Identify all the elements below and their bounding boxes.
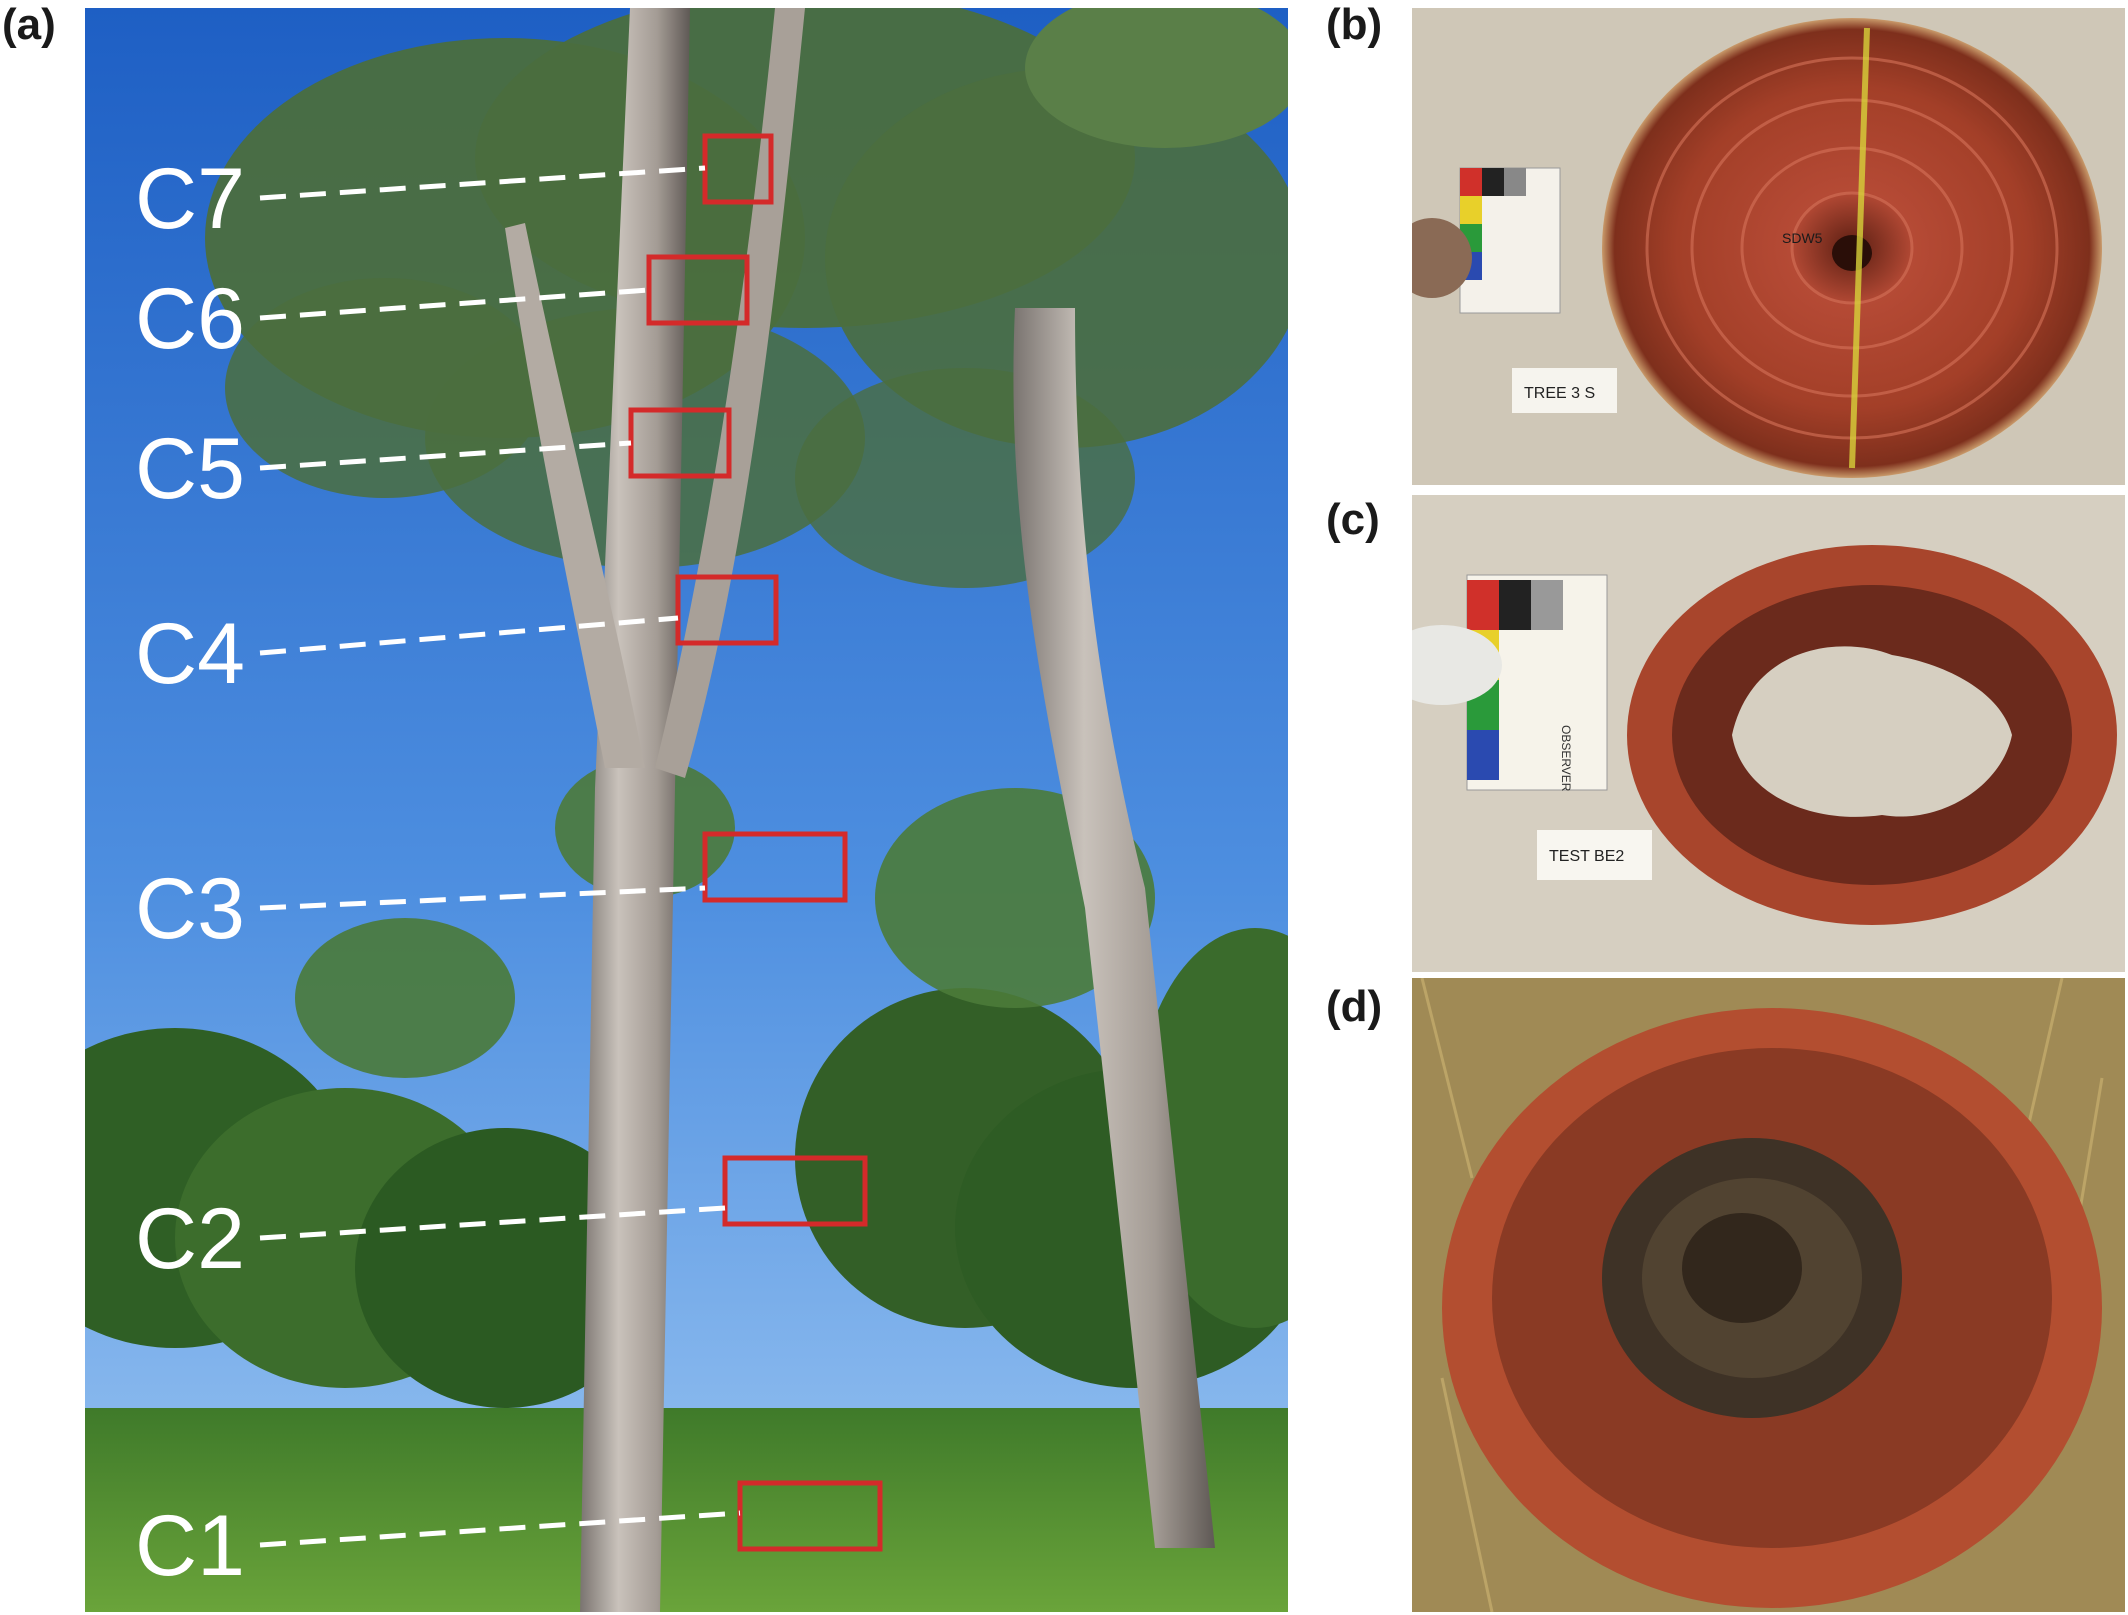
label-card — [1512, 368, 1617, 413]
segment-label-c5: C5 — [135, 421, 245, 517]
cross-section-svg-b: TREE 3 S SDW5 — [1412, 8, 2125, 485]
panel-letter-b: (b) — [1326, 0, 1383, 49]
leader-line-c3 — [259, 885, 706, 911]
secondary-trunk — [1013, 308, 1215, 1548]
panel-letter-c: (c) — [1326, 495, 1380, 544]
cross-section-svg-c: OBSERVER TEST BE2 — [1412, 495, 2125, 972]
leader-lines — [259, 165, 741, 1548]
scale-text: OBSERVER — [1559, 725, 1573, 792]
segment-label-c4: C4 — [135, 606, 245, 702]
large-hollow — [1732, 646, 2012, 817]
tree-photo-svg: C7 C6 C5 C4 C3 C2 C1 — [85, 8, 1288, 1612]
hand — [1412, 218, 1472, 298]
panel-letter-a: (a) — [2, 0, 56, 49]
clip-holder — [1412, 625, 1502, 705]
leader-line-c4 — [259, 615, 679, 656]
label-card — [1537, 830, 1652, 880]
left-fork-branch — [505, 223, 645, 768]
segment-label-c1: C1 — [135, 1498, 245, 1594]
sampling-box-c3 — [702, 831, 848, 903]
marker-line — [1849, 27, 1870, 469]
sampling-box-c1 — [737, 1480, 883, 1552]
segment-label-c2: C2 — [135, 1191, 245, 1287]
segment-label-c3: C3 — [135, 861, 245, 957]
cross-section-photo-b: TREE 3 S SDW5 — [1412, 8, 2125, 485]
central-hollow — [1832, 235, 1872, 271]
leader-line-c6 — [259, 287, 650, 321]
leader-line-c1 — [259, 1510, 741, 1548]
center-label: SDW5 — [1782, 230, 1823, 246]
leader-line-c7 — [259, 165, 706, 201]
grass — [85, 1408, 1288, 1612]
scale-card — [1459, 167, 1561, 314]
sampling-box-c2 — [722, 1155, 868, 1227]
segment-label-c7: C7 — [135, 151, 245, 247]
sampling-box-c4 — [675, 574, 779, 646]
label-card-text: TREE 3 S — [1524, 385, 1595, 402]
leader-line-c5 — [259, 440, 632, 471]
stump-svg-d — [1412, 978, 2125, 1612]
stump-photo-d — [1412, 978, 2125, 1612]
segment-label-c6: C6 — [135, 271, 245, 367]
sampling-box-c6 — [646, 254, 750, 326]
label-card-text: TEST BE2 — [1549, 848, 1624, 865]
cross-section-photo-c: OBSERVER TEST BE2 — [1412, 495, 2125, 972]
tree-photo-panel-a: C7 C6 C5 C4 C3 C2 C1 — [85, 8, 1288, 1612]
panel-letter-d: (d) — [1326, 982, 1383, 1031]
